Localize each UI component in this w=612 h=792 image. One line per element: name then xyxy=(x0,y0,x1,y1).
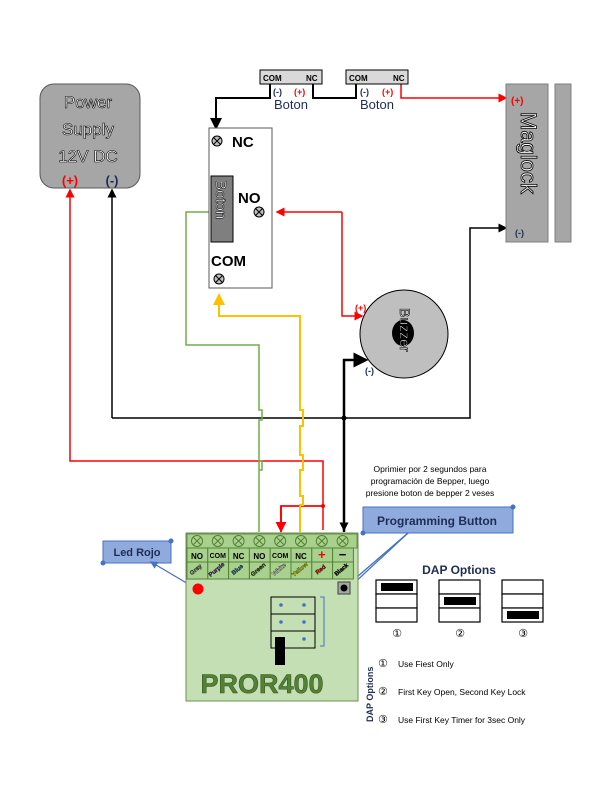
terminal-label: COM xyxy=(210,553,227,560)
terminal-no-icon xyxy=(253,206,265,218)
buzzer-label: Buzzer xyxy=(397,308,413,352)
wire-button-chain xyxy=(215,84,271,120)
power-supply: Power Supply 12V DC (+) (-) xyxy=(39,83,141,189)
top-button-2: COM NC (-) (+) Boton xyxy=(345,69,409,112)
programming-note-line3: presione boton de bepper 2 veses xyxy=(366,488,495,498)
top-button-1-nc: NC xyxy=(306,74,318,83)
programming-button-label: Programming Button xyxy=(377,514,497,528)
wire-no-to-buzzer xyxy=(341,212,364,321)
led-callout: Led Rojo xyxy=(100,538,174,566)
wire-psu-positive xyxy=(65,188,324,530)
terminal-screw-icon xyxy=(274,535,287,547)
terminal-com-icon xyxy=(213,273,225,285)
buzzer-minus: (-) xyxy=(365,366,374,376)
power-supply-line2: Supply xyxy=(62,120,114,139)
dap-option-text: First Key Open, Second Key Lock xyxy=(398,687,526,697)
dap-option-number: ③ xyxy=(378,713,388,726)
programming-note-line2: programación de Bepper, luego xyxy=(371,476,490,486)
terminal-screw-icon xyxy=(336,535,349,547)
dap-switch-diagram xyxy=(501,579,544,623)
top-button-1: COM NC (-) (+) Boton xyxy=(259,69,323,112)
power-supply-line3: 12V DC xyxy=(58,147,118,166)
top-button-2-minus: (-) xyxy=(360,87,369,97)
relay-button: NC Boton NO COM xyxy=(208,127,273,289)
power-supply-plus: (+) xyxy=(62,173,78,188)
terminal-screw-icon xyxy=(211,535,224,547)
top-button-2-com: COM xyxy=(349,74,368,83)
relay-no: NO xyxy=(238,190,261,207)
controller-board: NOGrayCOMPurpleNCBlueNOGreenCOMWhiteNCYe… xyxy=(185,532,359,702)
top-button-1-minus: (-) xyxy=(273,87,282,97)
programming-button[interactable] xyxy=(337,581,351,595)
programming-note-line1: Oprimier por 2 segundos para xyxy=(374,464,487,474)
wire-green xyxy=(185,207,263,532)
terminal-label: COM xyxy=(272,553,289,560)
terminal-label: + xyxy=(318,547,326,562)
maglock: (+) Maglock (-) xyxy=(505,83,572,243)
terminal-label: NO xyxy=(253,552,265,561)
terminal-label: NC xyxy=(295,552,307,561)
terminal-screw-icon xyxy=(295,535,307,547)
dap-option-text: Use Fiest Only xyxy=(398,659,454,669)
terminal-label: NO xyxy=(191,552,203,561)
top-button-1-com: COM xyxy=(263,74,282,83)
top-button-2-nc: NC xyxy=(393,74,405,83)
dip-switch[interactable] xyxy=(270,596,325,665)
terminal-screw-icon xyxy=(253,535,266,547)
programming-button-callout: Programming Button xyxy=(360,504,516,536)
relay-button-label: Boton xyxy=(212,180,229,219)
dap-option-number: ① xyxy=(378,657,388,670)
wire-black-bus xyxy=(112,223,508,419)
controller-name: PROR400 xyxy=(200,669,323,699)
dap-switch-diagram xyxy=(438,579,481,623)
relay-com: COM xyxy=(211,253,246,270)
top-button-1-plus: (+) xyxy=(294,87,305,97)
wire-button-to-maglock xyxy=(400,84,508,103)
top-button-1-label: Boton xyxy=(274,97,308,112)
dap-option-number: ② xyxy=(378,685,388,698)
terminal-screw-icon xyxy=(232,535,245,547)
maglock-label: Maglock xyxy=(516,112,541,195)
dap-switch-number: ① xyxy=(392,627,402,640)
maglock-plus: (+) xyxy=(511,96,524,107)
buzzer: Buzzer (+) (-) xyxy=(355,289,449,379)
wire-yellow xyxy=(213,293,304,532)
dap-switch-number: ③ xyxy=(518,627,528,640)
dap-side-label: DAP Options xyxy=(365,667,375,722)
terminal-label: − xyxy=(339,547,347,562)
led-label: Led Rojo xyxy=(113,547,160,559)
maglock-minus: (-) xyxy=(515,228,524,238)
buzzer-plus: (+) xyxy=(355,303,366,313)
dap-option-text: Use First Key Timer for 3sec Only xyxy=(398,715,526,725)
wire-red-bridge xyxy=(280,505,323,532)
power-supply-minus: (-) xyxy=(106,173,119,188)
terminal-nc-icon xyxy=(211,135,223,147)
relay-nc: NC xyxy=(232,134,254,151)
top-button-2-plus: (+) xyxy=(382,87,393,97)
terminal-label: NC xyxy=(233,552,245,561)
top-button-2-label: Boton xyxy=(360,97,394,112)
power-supply-line1: Power xyxy=(64,93,113,112)
terminal-screw-icon xyxy=(315,535,328,547)
terminal-screw-icon xyxy=(191,535,203,547)
dap-title: DAP Options xyxy=(422,563,496,577)
led-rojo-indicator xyxy=(192,583,204,595)
wire-buzzer-negative xyxy=(342,352,369,532)
dap-switch-diagram xyxy=(375,579,418,623)
dap-switch-number: ② xyxy=(455,627,465,640)
